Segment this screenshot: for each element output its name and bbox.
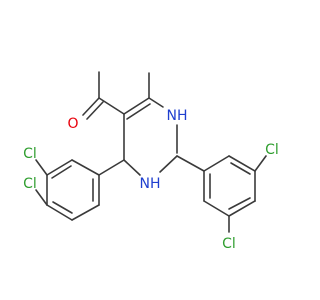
bond-ring-c5-c6 — [123, 97, 150, 115]
bond-ring-c5-c6-double — [126, 103, 151, 120]
atom-label-nh-lower: NH — [140, 176, 161, 192]
bond-left-cl-upper — [35, 159, 48, 176]
bond-left-ring-5 — [71, 204, 100, 221]
bond-ring-c6-n1 — [148, 97, 164, 108]
bond-right-ring-5 — [203, 200, 230, 217]
bond-left-ring-2 — [46, 159, 73, 176]
atom-label-cl-left-upper: Cl — [23, 146, 37, 162]
bond-left-cl-lower — [35, 189, 48, 206]
bond-left-ring-inner-1 — [51, 165, 72, 179]
bond-acetyl-ring — [98, 97, 125, 115]
atom-label-cl-right-upper: Cl — [265, 142, 279, 158]
molecule-structure-diagram: O NH NH Cl Cl Cl Cl — [23, 71, 279, 252]
bond-right-ring-inner-1 — [230, 162, 251, 175]
atom-label-cl-right-lower: Cl — [222, 236, 236, 252]
bond-right-ring-1 — [203, 155, 230, 172]
bond-ring-c2-n3 — [159, 155, 178, 173]
bond-left-ring-1 — [71, 159, 100, 176]
atom-label-nh-upper: NH — [167, 108, 188, 124]
bond-right-ring-2 — [228, 155, 256, 172]
bond-right-attach — [176, 155, 205, 172]
bond-right-cl-upper — [254, 155, 267, 172]
bond-acetyl-carbonyl-b — [86, 101, 104, 120]
atom-label-cl-left-lower: Cl — [23, 176, 37, 192]
bond-right-ring-4 — [228, 200, 256, 217]
bond-left-ring-4 — [46, 204, 73, 221]
bond-acetyl-carbonyl-a — [82, 97, 100, 116]
bond-ring-n3-c4 — [123, 159, 141, 176]
bond-left-ring-inner-2 — [52, 201, 73, 214]
atom-label-oxygen: O — [67, 116, 78, 132]
bond-left-attach — [98, 159, 125, 176]
bond-right-ring-inner-2 — [228, 197, 251, 210]
